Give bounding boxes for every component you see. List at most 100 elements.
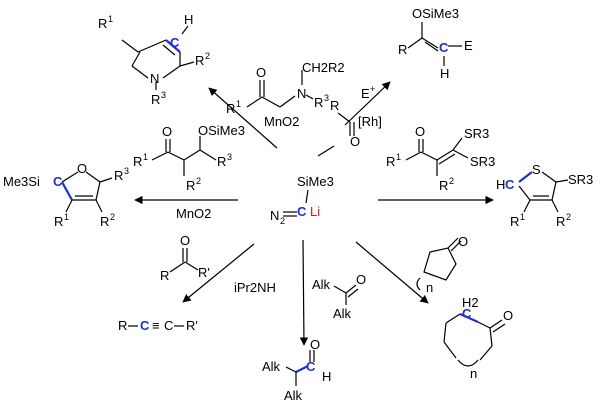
svg-text:R': R' xyxy=(186,318,198,333)
svg-text:E: E xyxy=(464,38,473,53)
svg-text:R: R xyxy=(133,154,142,169)
svg-text:R: R xyxy=(98,16,107,31)
svg-text:3: 3 xyxy=(227,152,232,162)
svg-text:n: n xyxy=(470,366,477,381)
enolsilane-blue-carbon: C xyxy=(439,40,449,55)
svg-text:O: O xyxy=(256,65,266,80)
pyrrole-product: R 1 C H R 2 N R 3 xyxy=(98,12,210,107)
svg-text:R: R xyxy=(510,214,519,229)
furan-product: O Me3Si C R 3 R 1 R 2 xyxy=(3,161,129,229)
svg-text:3: 3 xyxy=(124,166,129,176)
svg-text:1: 1 xyxy=(396,152,401,162)
aminoketone-reagent: O R 1 N CH2R2 R 3 MnO2 xyxy=(226,60,345,129)
furan-blue-carbon: C xyxy=(53,174,63,189)
svg-text:R: R xyxy=(217,154,226,169)
svg-text:2: 2 xyxy=(449,176,454,186)
svg-text:O: O xyxy=(310,337,320,352)
svg-text:S: S xyxy=(532,162,541,177)
svg-text:R: R xyxy=(186,178,195,193)
svg-text:R: R xyxy=(439,178,448,193)
svg-text:H: H xyxy=(184,12,193,27)
ringexpanded-blue-carbon: C xyxy=(462,306,472,321)
svg-text:+: + xyxy=(370,84,375,94)
svg-text:R: R xyxy=(386,154,395,169)
svg-text:Alk: Alk xyxy=(333,306,352,321)
reagent-ipr2nh: iPr2NH xyxy=(234,280,276,295)
svg-text:H: H xyxy=(322,369,331,384)
ketone-reagent: O R R' xyxy=(160,233,210,283)
aldehyde-product: Alk O C H Alk xyxy=(262,337,331,403)
svg-text:[Rh]: [Rh] xyxy=(358,114,382,129)
svg-text:R: R xyxy=(226,101,235,116)
svg-text:O: O xyxy=(458,234,468,249)
svg-text:O: O xyxy=(180,233,190,248)
svg-text:1: 1 xyxy=(143,152,148,162)
svg-text:R: R xyxy=(556,214,565,229)
arrow-to-ring-expansion xyxy=(355,241,429,304)
svg-text:H: H xyxy=(440,66,449,81)
svg-text:2: 2 xyxy=(566,212,571,222)
svg-text:≡: ≡ xyxy=(152,318,160,333)
thiophene-blue-carbon: C xyxy=(505,177,515,192)
svg-text:H: H xyxy=(496,177,505,192)
center-carbon: C xyxy=(297,204,307,219)
svg-text:n: n xyxy=(426,280,433,295)
svg-text:1: 1 xyxy=(108,14,113,24)
center-tms: SiMe3 xyxy=(297,174,334,189)
svg-text:R: R xyxy=(151,92,160,107)
svg-text:O: O xyxy=(77,161,87,176)
svg-text:R: R xyxy=(118,318,127,333)
center-lithium: Li xyxy=(310,204,320,219)
arrows xyxy=(134,81,494,346)
svg-text:3: 3 xyxy=(324,93,329,103)
ketosilylether-reagent: O R 1 OSiMe3 R 3 R 2 MnO2 xyxy=(133,123,245,221)
svg-text:1: 1 xyxy=(64,212,69,222)
svg-text:2: 2 xyxy=(280,216,285,226)
svg-text:O: O xyxy=(415,124,425,139)
pyrrole-blue-carbon: C xyxy=(170,35,180,50)
thiophene-product: S H C SR3 R 1 R 2 xyxy=(496,162,593,229)
svg-text:R: R xyxy=(330,98,339,113)
svg-text:H2: H2 xyxy=(462,295,479,310)
dialkylketone-reagent: iPr2NH Alk O Alk xyxy=(234,272,366,321)
svg-text:O: O xyxy=(350,134,360,149)
reagent-mno2-top: MnO2 xyxy=(264,114,299,129)
aldehyde-electrophile: R O E + [Rh] xyxy=(317,84,382,157)
enolsilane-product: OSiMe3 R C E H xyxy=(398,6,473,81)
svg-text:Alk: Alk xyxy=(312,277,331,292)
svg-text:O: O xyxy=(356,272,366,287)
arrow-to-pyrrole xyxy=(208,87,278,149)
arrow-to-enolsilane xyxy=(344,81,391,126)
cycloalkanone-reagent: O n xyxy=(416,234,468,295)
svg-text:OSiMe3: OSiMe3 xyxy=(198,123,245,138)
svg-text:2: 2 xyxy=(205,51,210,61)
center-n2: N xyxy=(270,208,279,223)
ringexpanded-product: O C H2 n xyxy=(443,295,513,381)
alkyne-blue-carbon: C xyxy=(140,318,150,333)
dithioacetal-reagent: O R 1 SR3 SR3 R 2 xyxy=(386,124,495,193)
center-reagent: SiMe3 C N 2 Li xyxy=(270,174,334,226)
svg-text:Alk: Alk xyxy=(262,359,281,374)
svg-text:O: O xyxy=(162,124,172,139)
pyrrole-nitrogen: N xyxy=(150,71,159,86)
svg-text:Me3Si: Me3Si xyxy=(3,174,40,189)
svg-text:C: C xyxy=(164,318,173,333)
svg-text:E: E xyxy=(361,86,370,101)
reagent-mno2-left: MnO2 xyxy=(176,206,211,221)
svg-text:OSiMe3: OSiMe3 xyxy=(412,6,459,21)
svg-text:N: N xyxy=(297,86,306,101)
svg-text:SR3: SR3 xyxy=(470,154,495,169)
arrow-to-alkyne xyxy=(182,243,255,303)
svg-text:R: R xyxy=(195,53,204,68)
svg-text:1: 1 xyxy=(236,99,241,109)
aldehyde-blue-carbon: C xyxy=(306,359,316,374)
svg-text:R: R xyxy=(314,95,323,110)
svg-text:3: 3 xyxy=(161,90,166,100)
svg-text:SR3: SR3 xyxy=(568,172,593,187)
svg-text:Alk: Alk xyxy=(284,388,303,403)
svg-text:R: R xyxy=(160,268,169,283)
svg-text:2: 2 xyxy=(196,176,201,186)
svg-text:2: 2 xyxy=(110,212,115,222)
svg-text:R': R' xyxy=(198,265,210,280)
